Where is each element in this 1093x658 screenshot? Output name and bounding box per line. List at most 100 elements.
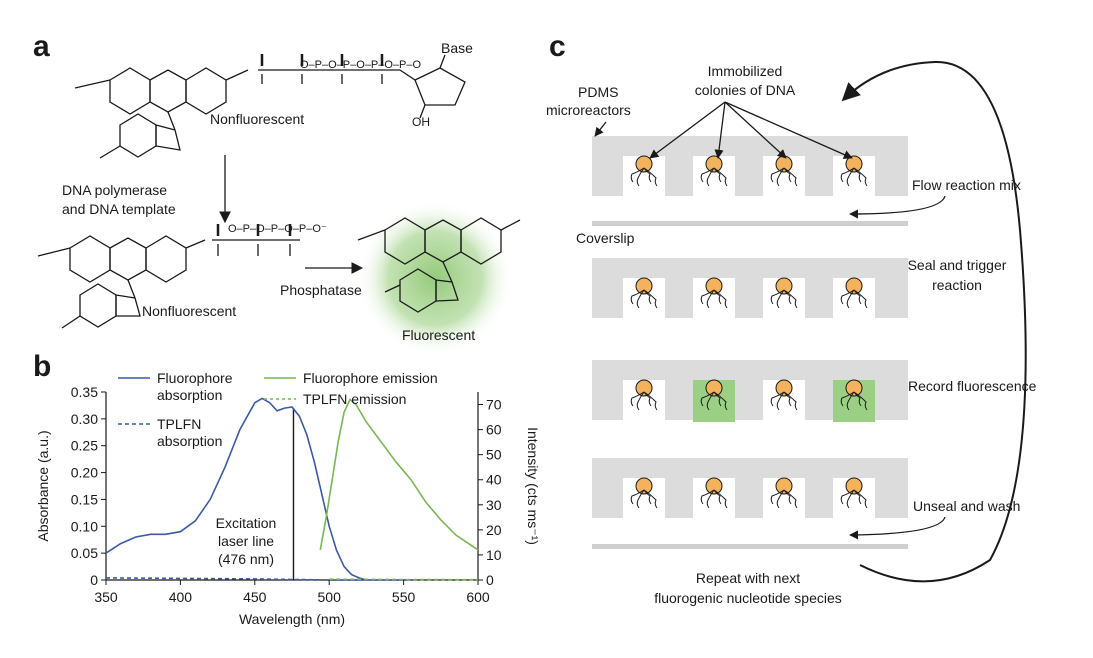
- legend-tplfn-em: TPLFN emission: [303, 391, 406, 407]
- y-tick-label-right: 20: [486, 522, 502, 538]
- step-seal-label-line1: Seal and trigger: [908, 257, 1007, 273]
- y-tick-label-left: 0.05: [71, 545, 98, 561]
- dna-colony-bead: [770, 277, 798, 309]
- excitation-label-line2: laser line: [218, 533, 274, 549]
- dna-colony-bead: [630, 277, 658, 309]
- dna-colony-bead: [840, 155, 868, 187]
- phosphate-atoms-top: O–P–O–P–O–P–O–P–O: [300, 59, 422, 71]
- nonfluorescent-top-label: Nonfluorescent: [210, 111, 304, 127]
- chart-legend: Fluorophore absorption TPLFN absorption …: [118, 370, 438, 449]
- panel-c-letter: c: [549, 30, 566, 63]
- dna-colony-bead: [630, 477, 658, 509]
- dna-colony-bead: [840, 379, 868, 411]
- fluorescent-product-structure: [357, 217, 521, 313]
- y-tick-label-right: 30: [486, 497, 502, 513]
- series-line-0: [105, 397, 367, 581]
- dna-colony-bead: [700, 277, 728, 309]
- series-line-3: [329, 578, 479, 581]
- pdms-label-line1: PDMS: [578, 84, 618, 100]
- panel-c-workflow: PDMS microreactors Immobilized colonies …: [546, 60, 1037, 606]
- step-unseal-label: Unseal and wash: [913, 498, 1020, 514]
- chip-2: [592, 258, 908, 320]
- base-label: Base: [441, 40, 473, 56]
- step-flow-label: Flow reaction mix: [912, 177, 1021, 193]
- panel-a-scheme: [37, 54, 521, 356]
- fluorescent-glow: [357, 200, 513, 356]
- y-axis-label-right: Intensity (cts ms⁻¹): [525, 427, 541, 545]
- y-tick-label-left: 0.30: [71, 411, 98, 427]
- legend-tplfn-abs-line1: TPLFN: [157, 416, 201, 432]
- colonies-label-line2: colonies of DNA: [695, 82, 796, 98]
- y-tick-label-right: 10: [486, 547, 502, 563]
- y-tick-label-right: 70: [486, 397, 502, 413]
- coverslip-label: Coverslip: [576, 230, 635, 246]
- y-tick-label-left: 0.35: [71, 384, 98, 400]
- x-tick-label: 600: [466, 589, 490, 605]
- phosphate-atoms-bottom: O–P–O–P–O–P–O⁻: [228, 223, 327, 235]
- excitation-label-line3: (476 nm): [218, 551, 274, 567]
- dna-colony-bead: [770, 477, 798, 509]
- coverslip-top: [592, 221, 908, 226]
- dna-colony-bead: [840, 277, 868, 309]
- y-tick-label-right: 0: [486, 572, 494, 588]
- repeat-label-line1: Repeat with next: [696, 570, 800, 586]
- enzyme-label-line2: and DNA template: [62, 201, 176, 217]
- chart-series-group: [105, 397, 479, 581]
- x-tick-label: 400: [169, 589, 193, 605]
- panel-c-text: PDMS microreactors Immobilized colonies …: [546, 63, 1037, 606]
- dna-colony-bead: [840, 477, 868, 509]
- step-record-label: Record fluorescence: [908, 378, 1037, 394]
- coverslip-bottom: [592, 544, 908, 549]
- x-axis-label: Wavelength (nm): [239, 611, 345, 627]
- colony-pointer-arrows: [594, 60, 1027, 583]
- y-tick-label-left: 0: [90, 572, 98, 588]
- legend-fluor-abs-line2: absorption: [157, 387, 222, 403]
- bottom-fluorescein-structure: [37, 235, 206, 329]
- dna-colony-bead: [700, 379, 728, 411]
- bottom-phosphate-chain: [212, 224, 300, 256]
- y-tick-label-right: 40: [486, 472, 502, 488]
- x-tick-label: 350: [94, 589, 118, 605]
- chip-4: [592, 458, 908, 520]
- y-tick-label-left: 0.20: [71, 465, 98, 481]
- x-tick-label: 550: [392, 589, 416, 605]
- panel-b-letter: b: [33, 350, 52, 383]
- dna-colony-bead: [700, 155, 728, 187]
- dna-colony-bead: [630, 379, 658, 411]
- dna-colony-bead: [700, 477, 728, 509]
- panel-a-text: O–P–O–P–O–P–O–P–O O–P–O–P–O–P–O⁻ Base OH…: [62, 40, 475, 343]
- pdms-label-line2: microreactors: [546, 102, 631, 118]
- microreactor-chips: [592, 136, 908, 520]
- panel-a-letter: a: [33, 30, 50, 63]
- legend-fluor-em: Fluorophore emission: [303, 370, 438, 386]
- dna-colony-bead: [630, 155, 658, 187]
- nonfluorescent-bottom-label: Nonfluorescent: [142, 303, 236, 319]
- enzyme-label-line1: DNA polymerase: [62, 182, 167, 198]
- y-tick-label-right: 60: [486, 422, 502, 438]
- x-tick-label: 450: [243, 589, 267, 605]
- top-fluorescein-structure: [74, 67, 249, 159]
- fluorescent-label: Fluorescent: [402, 327, 475, 343]
- repeat-label-line2: fluorogenic nucleotide species: [654, 590, 842, 606]
- step-seal-label-line2: reaction: [932, 277, 982, 293]
- y-axis-label-left: Absorbance (a.u.): [35, 430, 51, 541]
- excitation-label-line1: Excitation: [216, 515, 277, 531]
- deoxyribose-sugar: [399, 54, 466, 119]
- phosphatase-label: Phosphatase: [280, 282, 362, 298]
- chip-3: [592, 360, 908, 422]
- y-tick-label-left: 0.25: [71, 438, 98, 454]
- y-tick-label-right: 50: [486, 447, 502, 463]
- oh-label: OH: [412, 115, 430, 129]
- colonies-label-line1: Immobilized: [708, 63, 783, 79]
- y-tick-label-left: 0.15: [71, 491, 98, 507]
- series-line-2: [319, 398, 479, 551]
- top-phosphate-chain: [258, 54, 400, 84]
- legend-tplfn-abs-line2: absorption: [157, 433, 222, 449]
- dna-colony-bead: [770, 379, 798, 411]
- y-tick-label-left: 0.10: [71, 518, 98, 534]
- x-tick-label: 500: [318, 589, 342, 605]
- excitation-annotation: Excitation laser line (476 nm): [216, 515, 277, 567]
